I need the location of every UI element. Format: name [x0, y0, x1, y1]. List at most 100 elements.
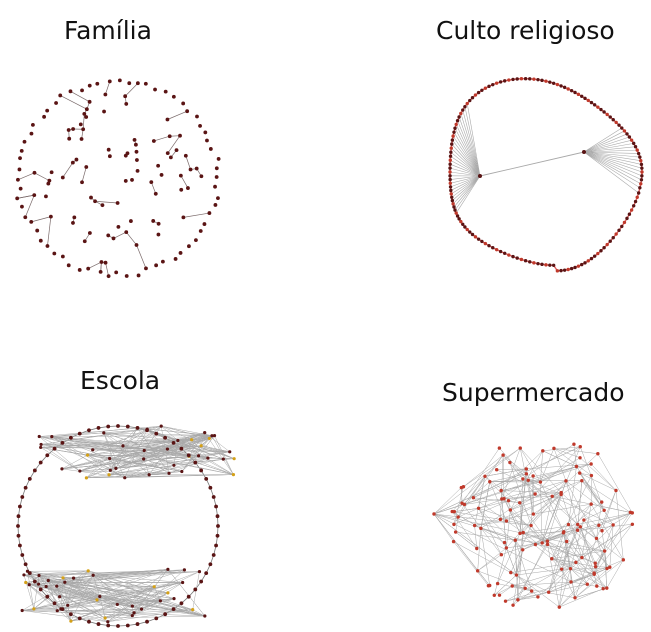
network-edge	[484, 468, 527, 477]
network-node	[123, 476, 127, 480]
network-node	[529, 523, 533, 528]
network-edge	[17, 172, 35, 181]
network-edge	[105, 262, 109, 277]
network-edge	[29, 584, 72, 622]
network-node	[498, 249, 503, 254]
network-edge	[56, 586, 60, 597]
network-node	[544, 79, 548, 83]
network-edge	[96, 599, 161, 602]
network-edge	[515, 526, 581, 541]
network-edge	[87, 454, 110, 459]
network-edge	[583, 151, 639, 194]
network-edge	[466, 103, 481, 177]
network-edge	[51, 436, 110, 459]
network-edge	[494, 574, 517, 596]
network-node	[589, 256, 594, 261]
network-edge	[433, 446, 581, 515]
network-edge	[590, 504, 624, 560]
network-node	[582, 150, 586, 154]
network-edge	[548, 583, 588, 593]
network-node	[163, 612, 168, 617]
network-edge	[433, 513, 582, 558]
network-edge	[93, 575, 205, 617]
network-node	[188, 167, 193, 172]
network-edge	[591, 503, 633, 514]
network-node	[23, 485, 28, 490]
network-node	[450, 195, 454, 200]
network-node	[516, 598, 520, 602]
network-edge	[62, 162, 74, 178]
network-edge	[559, 588, 604, 608]
network-node	[476, 506, 481, 510]
network-node	[144, 266, 148, 271]
network-edge	[450, 175, 481, 191]
network-node	[449, 146, 453, 150]
network-node	[513, 538, 518, 542]
network-node	[179, 601, 184, 606]
network-edge	[583, 151, 640, 158]
network-node	[608, 565, 612, 569]
network-edge	[560, 492, 583, 558]
network-edge	[161, 425, 179, 441]
network-node	[135, 622, 140, 626]
network-node	[107, 154, 112, 159]
network-node	[193, 587, 198, 592]
network-node	[576, 92, 581, 97]
network-edge	[110, 427, 138, 471]
network-edge	[451, 143, 481, 177]
network-node	[197, 569, 202, 574]
network-node	[614, 120, 618, 125]
network-node	[585, 582, 589, 586]
network-node	[449, 192, 453, 196]
network-edge	[501, 490, 562, 493]
network-node	[452, 130, 456, 134]
network-edge	[39, 425, 162, 437]
network-node	[16, 177, 20, 182]
network-node	[450, 198, 455, 203]
network-edge	[464, 106, 481, 177]
network-node	[77, 268, 82, 272]
network-node	[453, 530, 458, 534]
network-node	[551, 81, 556, 85]
network-node	[605, 242, 609, 247]
network-node	[583, 261, 587, 265]
network-edge	[39, 436, 93, 451]
network-edge	[132, 598, 175, 616]
network-node	[195, 114, 199, 119]
network-node	[599, 107, 603, 112]
network-node	[524, 472, 529, 476]
network-node	[166, 567, 170, 571]
network-node	[448, 158, 452, 162]
network-node	[179, 187, 184, 192]
network-node	[106, 233, 111, 238]
network-node	[165, 117, 170, 122]
network-node	[115, 602, 119, 607]
network-node	[107, 79, 112, 84]
network-edge	[180, 175, 189, 189]
network-node	[38, 587, 43, 592]
network-node	[559, 567, 564, 571]
network-node	[501, 453, 505, 457]
network-edge	[95, 200, 118, 204]
network-node	[147, 473, 151, 477]
network-node	[182, 568, 186, 572]
network-edge	[510, 480, 567, 511]
network-node	[498, 517, 503, 522]
network-node	[172, 597, 176, 601]
network-edge	[561, 530, 578, 570]
network-node	[178, 251, 183, 255]
network-edge	[503, 498, 543, 544]
network-edge	[201, 445, 235, 459]
network-node	[448, 174, 452, 178]
network-node	[636, 151, 641, 156]
network-edge	[522, 524, 569, 551]
network-node	[533, 492, 537, 496]
network-node	[566, 267, 570, 272]
network-node	[68, 89, 73, 94]
network-node	[546, 590, 551, 594]
network-node	[27, 571, 32, 576]
network-edge	[173, 458, 224, 466]
network-node	[70, 160, 75, 165]
network-edge	[583, 146, 636, 153]
network-node	[18, 156, 22, 161]
